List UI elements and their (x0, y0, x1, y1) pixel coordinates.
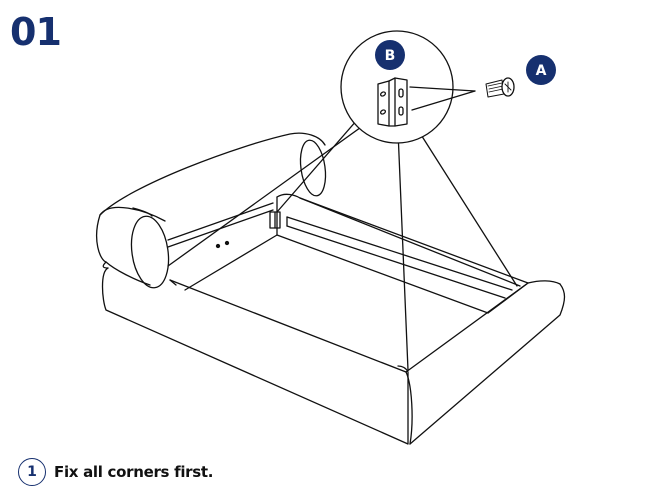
base-right-panel (409, 283, 566, 445)
rail-top (286, 216, 513, 291)
part-label-a-text: A (536, 63, 547, 79)
part-label-b: B (375, 40, 405, 70)
screw-hole (215, 243, 221, 249)
seat-inner-right (487, 282, 529, 314)
base-front-corner (405, 371, 413, 445)
armrest-bolster (96, 132, 327, 289)
screw-hole (224, 240, 230, 246)
left-rail-top (167, 202, 274, 241)
bolster-end-back (299, 139, 327, 197)
part-label-a: A (526, 55, 556, 85)
instruction-item: 1 Fix all corners first. (18, 458, 213, 486)
detail-circle (340, 30, 454, 144)
screw-icon (485, 77, 515, 98)
part-label-b-text: B (385, 48, 396, 64)
instruction-text: Fix all corners first. (54, 463, 214, 481)
callout-lines (167, 119, 518, 371)
sofa-frame (101, 193, 566, 445)
instruction-number-badge: 1 (18, 458, 46, 486)
rail-bottom (286, 225, 506, 299)
bolster-end-front (130, 215, 170, 289)
seat-inner-left (184, 234, 278, 291)
back-panel-inner (299, 197, 521, 287)
base-left-panel (101, 267, 409, 445)
step-number: 01 (10, 10, 62, 54)
base-right-top (405, 280, 561, 373)
seat-inner-front (169, 279, 407, 373)
detail-callout (340, 30, 476, 144)
corner-bracket-icon (377, 77, 408, 127)
seat-inner-back (276, 234, 489, 314)
base-top-left-edge (102, 261, 109, 269)
